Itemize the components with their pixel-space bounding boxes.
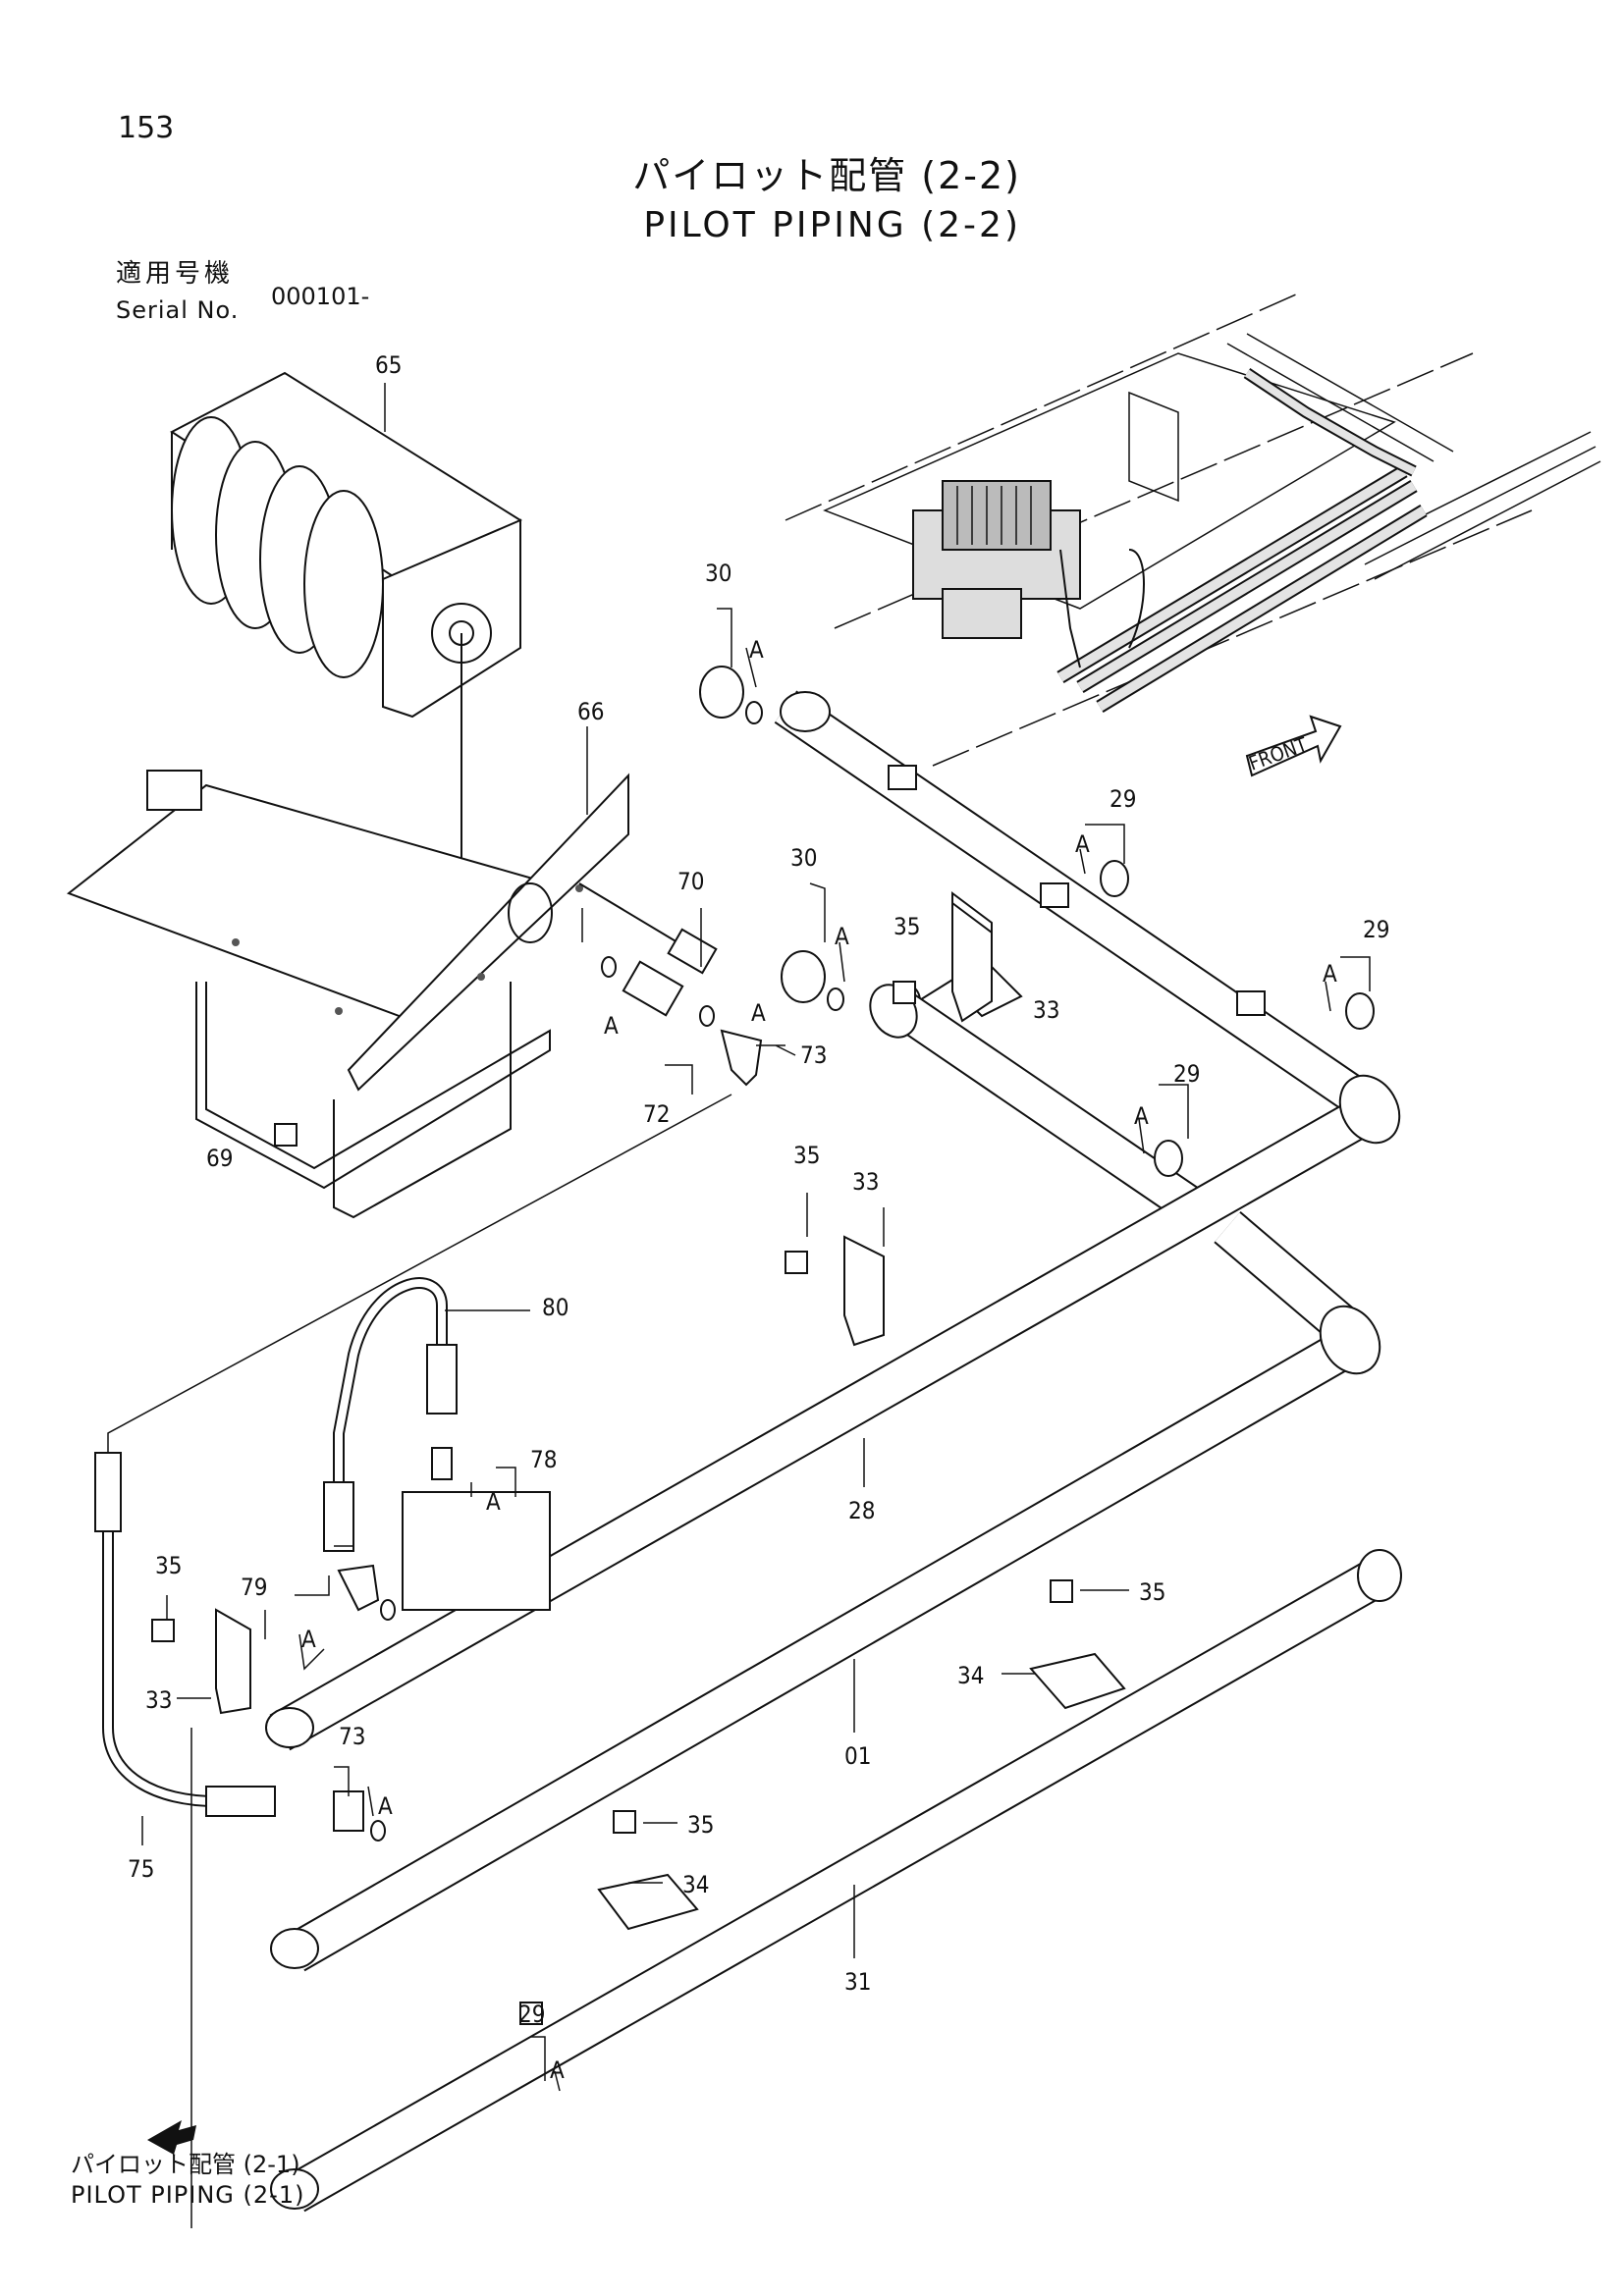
serial-label-english: Serial No. bbox=[116, 296, 240, 324]
hose-75 bbox=[94, 1094, 732, 2228]
inset-pipes bbox=[1056, 368, 1428, 713]
a-mark: A bbox=[1075, 830, 1090, 858]
serial-number-value: 000101- bbox=[271, 283, 370, 310]
reference-label-japanese: パイロット配管 (2-1) bbox=[71, 2151, 300, 2178]
front-direction-arrow: FRONT bbox=[1246, 715, 1342, 777]
a-mark: A bbox=[486, 1488, 501, 1516]
callout-35-d: 35 bbox=[1139, 1578, 1165, 1606]
bracket-plate-66 bbox=[66, 770, 629, 1219]
callout-29-c: 29 bbox=[1173, 1060, 1200, 1088]
a-mark: A bbox=[835, 923, 849, 950]
callout-72: 72 bbox=[643, 1100, 670, 1128]
callout-70: 70 bbox=[677, 868, 704, 895]
page-number: 153 bbox=[118, 111, 175, 145]
callout-35-e: 35 bbox=[687, 1811, 714, 1839]
callout-75: 75 bbox=[128, 1855, 154, 1883]
callout-66: 66 bbox=[577, 698, 604, 725]
callout-65: 65 bbox=[375, 351, 402, 379]
callout-33-a: 33 bbox=[1033, 996, 1059, 1024]
title-japanese: パイロット配管 (2-2) bbox=[632, 154, 1021, 197]
machine-overview-inset: FRONT bbox=[785, 294, 1601, 777]
callout-01: 01 bbox=[844, 1742, 871, 1770]
a-mark: A bbox=[1134, 1102, 1149, 1130]
front-label: FRONT bbox=[1246, 732, 1312, 775]
a-mark: A bbox=[1323, 960, 1337, 988]
pipe-assembly-28 bbox=[265, 690, 1401, 1972]
reference-arrow bbox=[147, 2120, 196, 2155]
title-english: PILOT PIPING (2-2) bbox=[643, 205, 1021, 245]
a-mark: A bbox=[749, 636, 764, 664]
callout-78: 78 bbox=[530, 1446, 557, 1473]
callout-73-upper: 73 bbox=[800, 1041, 827, 1069]
inset-swivel-unit bbox=[912, 480, 1081, 639]
a-mark: A bbox=[604, 1012, 619, 1040]
callout-29-a: 29 bbox=[1110, 785, 1136, 813]
clamps-and-bolts bbox=[151, 860, 1375, 2025]
callout-35-c: 35 bbox=[155, 1552, 182, 1579]
a-mark: A bbox=[301, 1626, 316, 1653]
callout-34-a: 34 bbox=[957, 1662, 984, 1689]
callout-29-b: 29 bbox=[1363, 916, 1389, 943]
callout-34-b: 34 bbox=[682, 1871, 709, 1898]
callout-30-lower: 30 bbox=[790, 844, 817, 872]
a-mark: A bbox=[378, 1792, 393, 1820]
a-mark: A bbox=[751, 999, 766, 1027]
swivel-joint-65 bbox=[170, 371, 522, 874]
callout-35-a: 35 bbox=[893, 913, 920, 940]
callout-79: 79 bbox=[241, 1574, 267, 1601]
callout-35-b: 35 bbox=[793, 1142, 820, 1169]
a-mark: A bbox=[550, 2056, 565, 2084]
callout-33-b: 33 bbox=[852, 1168, 879, 1196]
callout-73-lower: 73 bbox=[339, 1723, 365, 1750]
callout-28: 28 bbox=[848, 1497, 875, 1524]
reference-label-english: PILOT PIPING (2-1) bbox=[71, 2181, 305, 2209]
callout-33-c: 33 bbox=[145, 1686, 172, 1714]
hose-80 bbox=[323, 1277, 551, 1621]
callout-numbers: 65 66 69 70 72 73 73 30 30 29 29 29 29 3… bbox=[128, 351, 1389, 2028]
pipe-31 bbox=[270, 1549, 1402, 2213]
callout-30-upper: 30 bbox=[705, 560, 731, 587]
callout-31: 31 bbox=[844, 1968, 871, 1996]
callout-69: 69 bbox=[206, 1145, 233, 1172]
callout-80: 80 bbox=[542, 1294, 568, 1321]
serial-label-japanese: 適用号機 bbox=[116, 259, 235, 289]
a-marks: A A A A A A A A A A A bbox=[301, 636, 1337, 2084]
callout-29-d: 29 bbox=[518, 2001, 545, 2028]
leader-lines bbox=[141, 383, 1371, 2092]
